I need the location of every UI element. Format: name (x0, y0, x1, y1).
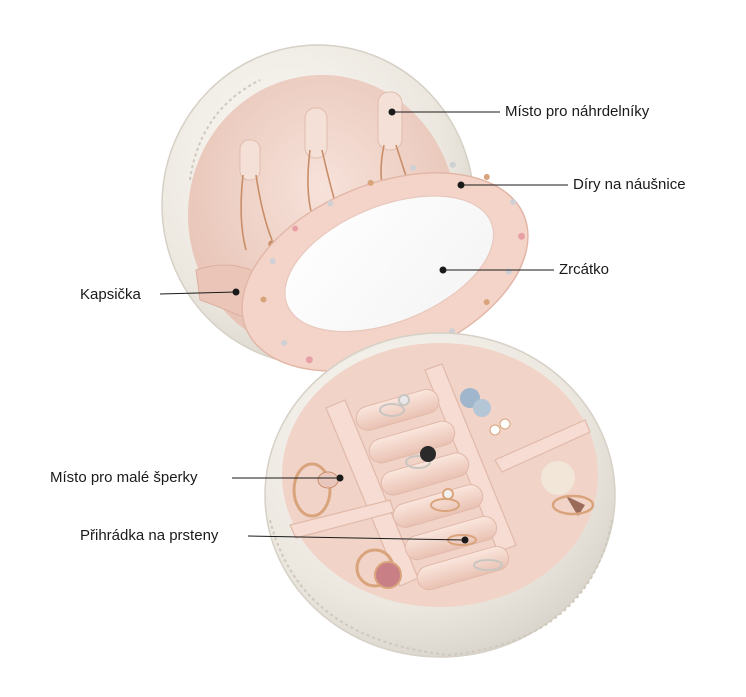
necklace-hooks (239, 91, 403, 181)
callout-mirror: Zrcátko (559, 261, 610, 278)
callout-pocket: Kapsička (80, 286, 141, 303)
callout-small-jewelry: Místo pro malé šperky (50, 469, 198, 486)
callout-rings: Přihrádka na prsteny (80, 527, 219, 544)
hoop-earrings (355, 548, 402, 589)
callout-necklace: Místo pro náhrdelníky (505, 103, 650, 120)
callout-lines (159, 111, 568, 541)
base (264, 332, 616, 658)
small-jewelry (292, 462, 344, 518)
mirror-glass (284, 195, 495, 333)
callout-earring: Díry na náušnice (573, 176, 686, 193)
lid (161, 44, 529, 372)
ring-rolls (355, 388, 510, 591)
decor-items (460, 388, 595, 516)
